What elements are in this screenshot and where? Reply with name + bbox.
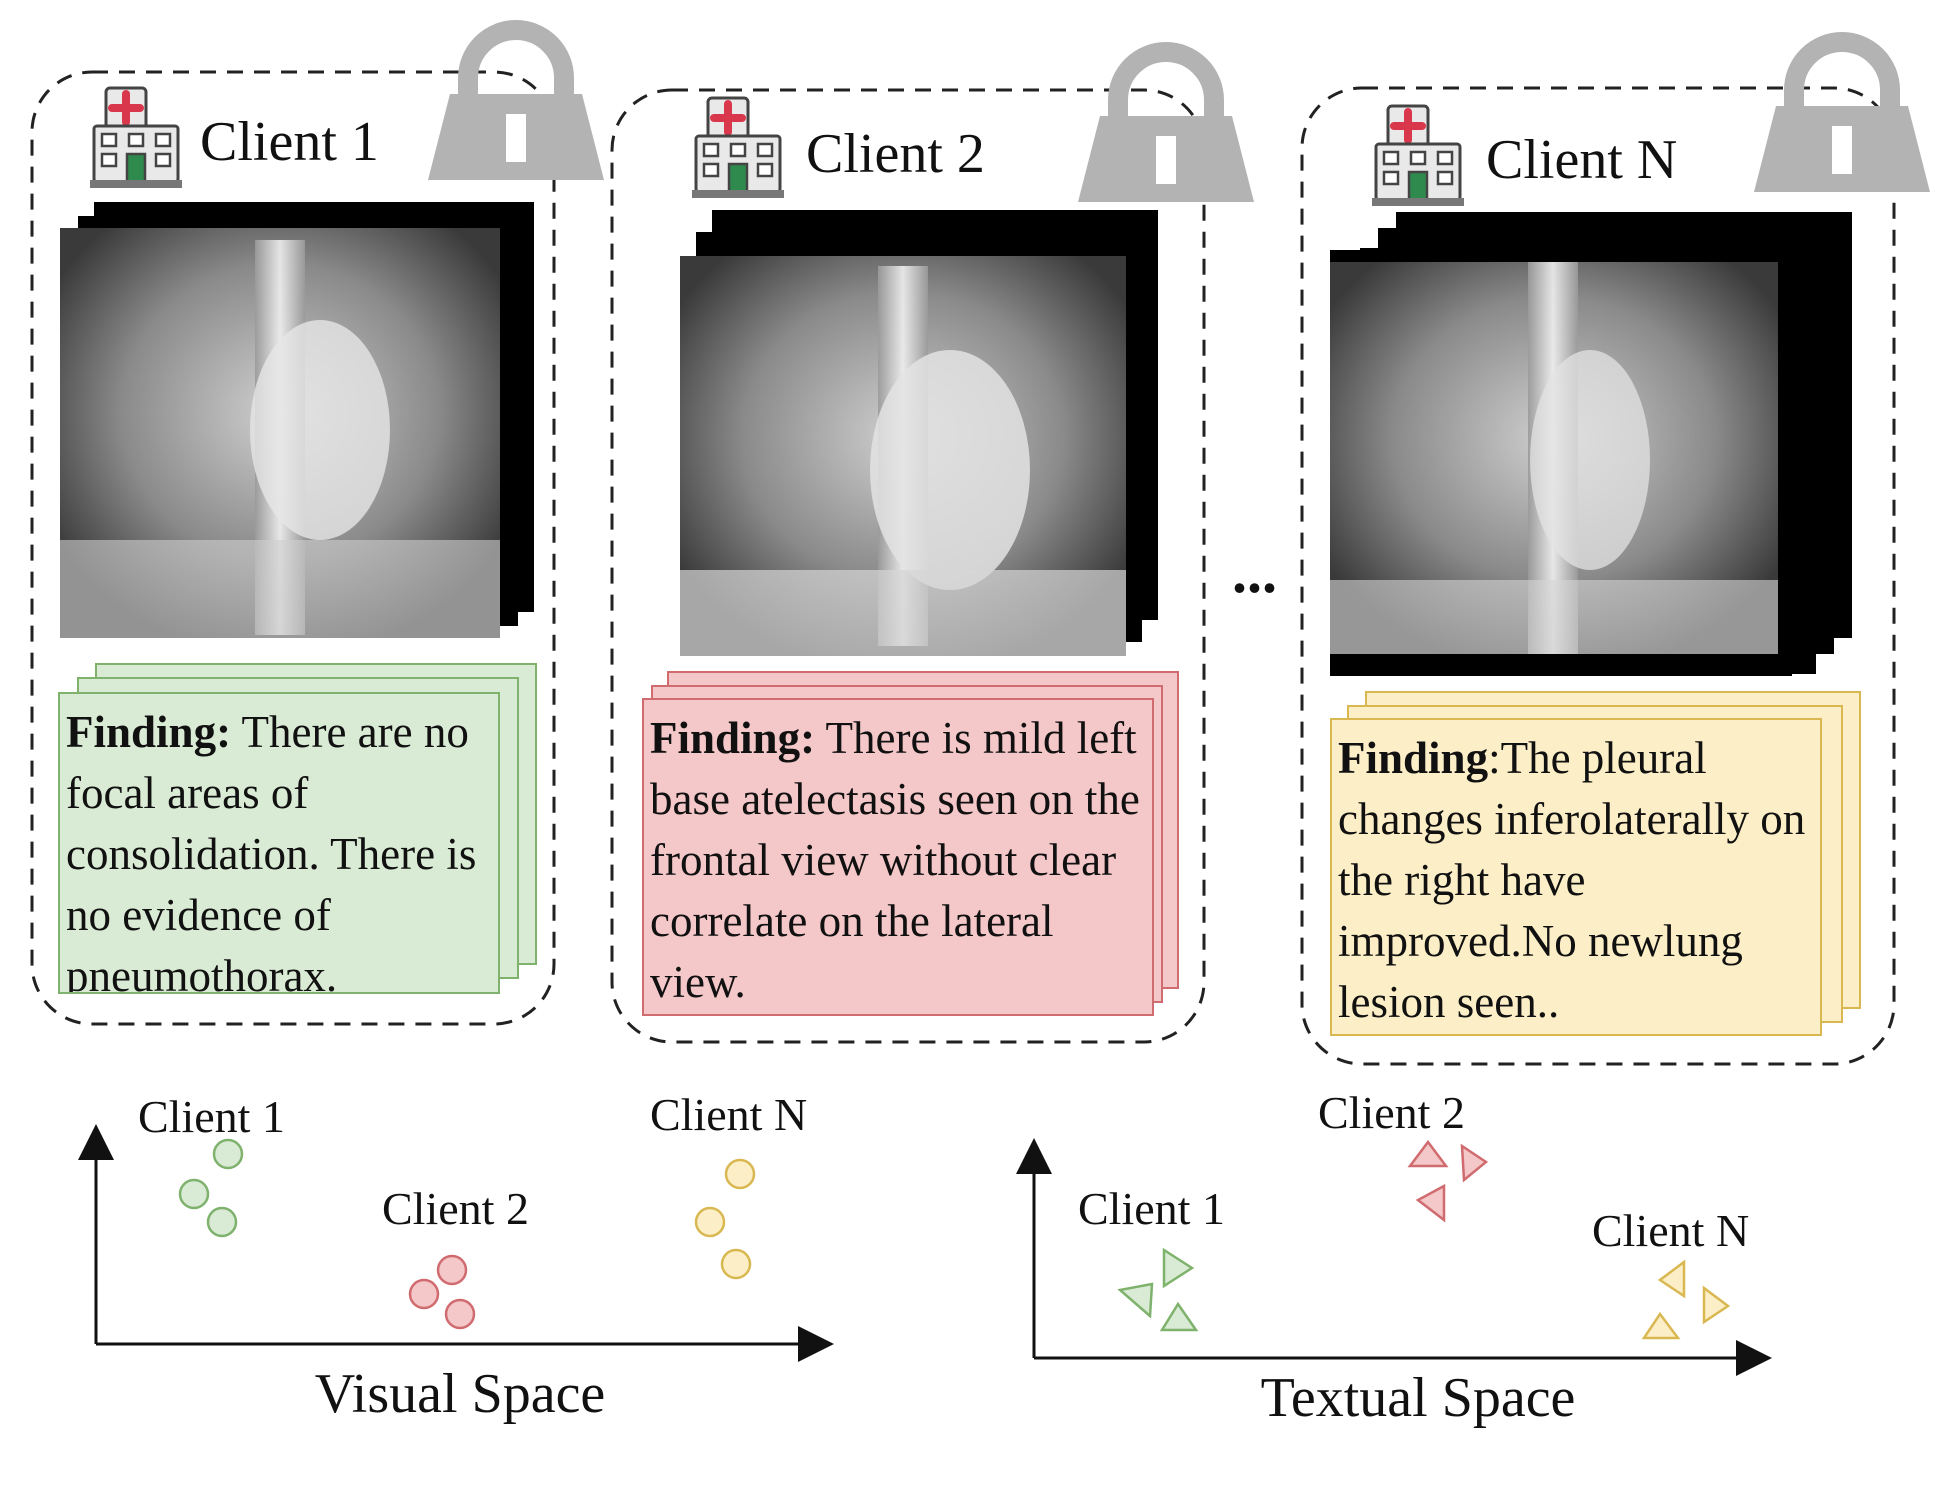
client-1-points	[1117, 1247, 1199, 1332]
visual-label-client-1: Client 1	[138, 1091, 285, 1142]
client-n-points	[694, 1158, 756, 1280]
textual-label-client-1: Client 1	[1078, 1183, 1225, 1234]
client-1-panel: Client 1	[30, 30, 604, 1026]
xray-stack	[680, 210, 1158, 656]
finding-label: Finding	[1338, 733, 1489, 783]
finding-card-client-2: Finding: There is mild left base atelect…	[642, 698, 1154, 1016]
client-2-points	[1407, 1139, 1489, 1223]
finding-label: Finding:	[66, 707, 232, 757]
lock-icon	[428, 30, 604, 180]
client-n-points	[1641, 1259, 1731, 1340]
hospital-icon	[90, 88, 182, 188]
xray-stack	[1330, 212, 1852, 676]
visual-space-title: Visual Space	[315, 1363, 606, 1425]
finding-card-client-n: Finding:The pleural changes inferolatera…	[1330, 718, 1822, 1036]
client-1-points	[178, 1138, 244, 1238]
client-n-title: Client N	[1486, 129, 1677, 191]
client-2-points	[408, 1254, 476, 1330]
textual-label-client-n: Client N	[1592, 1205, 1749, 1256]
visual-space-plot: Client 1 Client 2 Client N Visual Space	[78, 1089, 834, 1425]
hospital-icon	[692, 98, 784, 198]
xray-stack	[60, 202, 534, 638]
textual-space-plot: Client 1 Client 2 Client N Textual Space	[1016, 1087, 1772, 1429]
lock-icon	[1754, 42, 1930, 192]
visual-label-client-2: Client 2	[382, 1183, 529, 1234]
textual-label-client-2: Client 2	[1318, 1087, 1465, 1138]
finding-text: :The pleural changes inferolaterally on …	[1338, 733, 1806, 1027]
hospital-icon	[1372, 106, 1464, 206]
client-n-panel: Client N	[1300, 42, 1930, 1066]
textual-space-title: Textual Space	[1261, 1367, 1576, 1429]
ellipsis: ...	[1232, 539, 1277, 605]
finding-card-client-1: Finding: There are no focal areas of con…	[58, 692, 500, 994]
finding-label: Finding:	[650, 713, 816, 763]
visual-label-client-n: Client N	[650, 1089, 807, 1140]
lock-icon	[1078, 52, 1254, 202]
finding-text: There are no focal areas of consolidatio…	[66, 707, 477, 994]
finding-text: There is mild left base atelectasis seen…	[650, 713, 1140, 1007]
client-2-panel: Client 2	[610, 52, 1254, 1044]
client-2-title: Client 2	[806, 123, 985, 185]
client-1-title: Client 1	[200, 111, 379, 173]
